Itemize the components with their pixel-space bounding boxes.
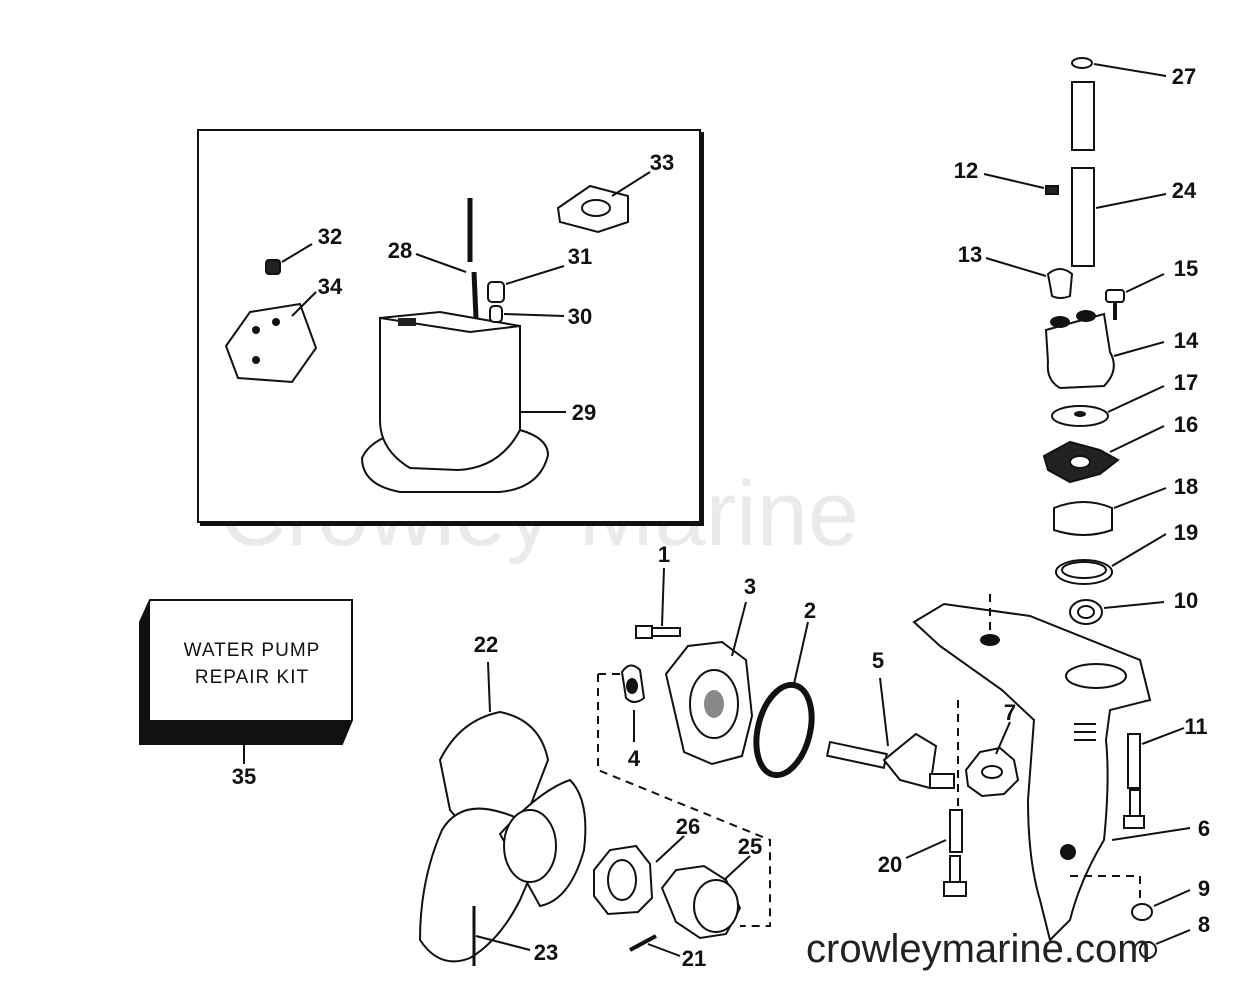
callout-31: 31 bbox=[568, 244, 592, 269]
part-34-plate bbox=[224, 291, 318, 384]
callout-26: 26 bbox=[676, 814, 700, 839]
part-16-impeller bbox=[1042, 425, 1165, 484]
callout-9: 9 bbox=[1198, 876, 1210, 901]
part-14-pump-housing bbox=[1044, 310, 1165, 390]
part-6-gearcase bbox=[912, 602, 1191, 942]
part-5-shaft-gear bbox=[825, 677, 955, 790]
part-7-gear bbox=[964, 721, 1020, 798]
callout-11: 11 bbox=[1184, 714, 1207, 739]
callout-8: 8 bbox=[1198, 912, 1210, 937]
callout-33: 33 bbox=[650, 150, 674, 175]
callout-23: 23 bbox=[534, 940, 558, 965]
callout-32: 32 bbox=[318, 224, 342, 249]
part-15-screw bbox=[1105, 273, 1165, 320]
part-25-thrust-bushing bbox=[660, 855, 751, 940]
callout-7: 7 bbox=[1004, 700, 1016, 725]
callout-19: 19 bbox=[1174, 520, 1198, 545]
part-23-cotter-pin bbox=[472, 906, 531, 966]
callout-1: 1 bbox=[658, 542, 670, 567]
part-32-screw bbox=[265, 243, 313, 275]
part-27-oring bbox=[1071, 57, 1167, 77]
callout-25: 25 bbox=[738, 834, 762, 859]
part-18-liner bbox=[1053, 487, 1167, 536]
part-2-oring bbox=[753, 621, 815, 779]
part-17-plate bbox=[1051, 385, 1165, 427]
callout-2: 2 bbox=[804, 598, 816, 623]
callout-10: 10 bbox=[1174, 588, 1198, 613]
part-8-screw bbox=[1139, 929, 1191, 959]
callout-28: 28 bbox=[388, 238, 412, 263]
part-11-screw bbox=[1123, 727, 1185, 829]
kit-label-line-1: WATER PUMP bbox=[184, 640, 321, 661]
watermark-url: crowleymarine.com bbox=[806, 927, 1151, 971]
part-10-seal bbox=[1069, 599, 1165, 625]
callout-4: 4 bbox=[628, 746, 641, 771]
callout-24: 24 bbox=[1172, 178, 1197, 203]
callout-13: 13 bbox=[958, 242, 982, 267]
callout-21: 21 bbox=[682, 946, 706, 971]
callout-29: 29 bbox=[572, 400, 596, 425]
guide-line-5 bbox=[597, 674, 771, 927]
callout-16: 16 bbox=[1174, 412, 1198, 437]
callout-15: 15 bbox=[1174, 256, 1198, 281]
part-19-plate bbox=[1055, 533, 1167, 585]
part-35-repair-kit-box: WATER PUMP REPAIR KIT bbox=[139, 599, 353, 764]
callout-6: 6 bbox=[1198, 816, 1210, 841]
callout-3: 3 bbox=[744, 574, 756, 599]
callout-27: 27 bbox=[1172, 64, 1196, 89]
part-33-gasket bbox=[556, 171, 651, 234]
part-9-washer bbox=[1131, 889, 1191, 921]
part-1-screw bbox=[635, 567, 681, 639]
part-26-drive-hub bbox=[593, 835, 685, 916]
part-22-propeller bbox=[418, 661, 587, 963]
part-29-housing bbox=[360, 310, 566, 493]
part-24-driveshaft bbox=[1071, 81, 1167, 267]
part-21-pin bbox=[629, 934, 681, 957]
inset-shadow-right bbox=[700, 132, 704, 526]
callout-17: 17 bbox=[1174, 370, 1198, 395]
inset-shadow-bottom bbox=[200, 522, 704, 526]
callout-30: 30 bbox=[568, 304, 592, 329]
part-20-screw bbox=[905, 809, 967, 897]
callout-34: 34 bbox=[318, 274, 343, 299]
part-30-seal bbox=[489, 305, 565, 323]
callout-12: 12 bbox=[954, 158, 978, 183]
callout-35: 35 bbox=[232, 764, 256, 789]
part-4-spacer bbox=[620, 664, 646, 742]
part-28-tube bbox=[415, 198, 479, 319]
callout-5: 5 bbox=[872, 648, 884, 673]
part-31-grommet bbox=[487, 265, 565, 303]
callout-20: 20 bbox=[878, 852, 902, 877]
callout-18: 18 bbox=[1174, 474, 1198, 499]
kit-label-line-2: REPAIR KIT bbox=[195, 667, 309, 688]
part-3-bearing-housing bbox=[664, 601, 754, 766]
callout-14: 14 bbox=[1174, 328, 1199, 353]
guide-line-2 bbox=[1070, 875, 1141, 900]
part-12-screw bbox=[983, 173, 1059, 195]
callout-22: 22 bbox=[474, 632, 498, 657]
part-13-bushing bbox=[985, 257, 1074, 299]
